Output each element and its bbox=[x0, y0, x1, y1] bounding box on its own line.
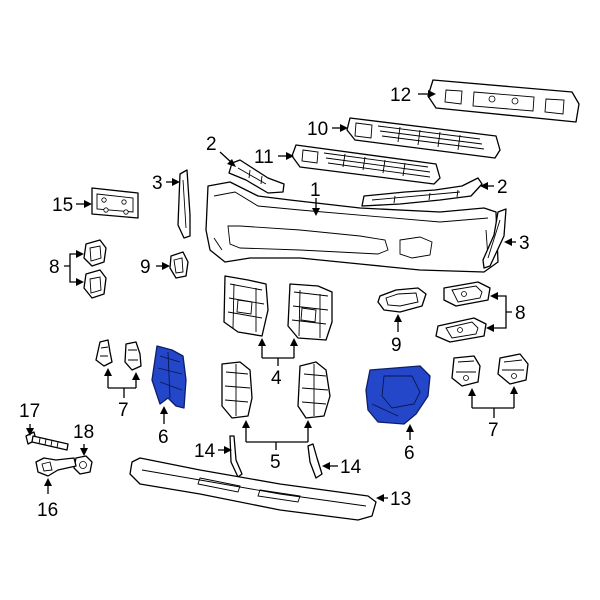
part-3-side-bracket-right[interactable] bbox=[482, 208, 507, 269]
part-8-bezel-left-upper[interactable] bbox=[83, 239, 107, 267]
part-14-bracket-right[interactable] bbox=[307, 443, 323, 479]
callout-8-left: 8 bbox=[49, 257, 60, 278]
part-14-bracket-left[interactable] bbox=[229, 435, 243, 478]
callout-labels: 12 10 11 2 2 1 3 3 15 8 9 9 8 4 7 6 6 5 … bbox=[19, 85, 530, 521]
part-6-air-deflector-left-highlighted[interactable] bbox=[151, 345, 187, 409]
part-8-bezel-right-lower[interactable] bbox=[435, 317, 487, 343]
part-9-fog-cap-left[interactable] bbox=[169, 251, 189, 279]
part-4-mount-bracket-left[interactable] bbox=[223, 275, 269, 337]
part-9-fog-cap-right[interactable] bbox=[377, 287, 427, 313]
part-12-upper-grille-insert[interactable] bbox=[427, 79, 580, 123]
callout-11: 11 bbox=[254, 147, 274, 168]
part-3-side-bracket-left[interactable] bbox=[177, 169, 191, 239]
callout-12: 12 bbox=[390, 85, 411, 106]
part-6-air-deflector-right-highlighted[interactable] bbox=[365, 365, 431, 425]
part-2-upper-bracket-left[interactable] bbox=[228, 159, 285, 194]
part-7-bracket-left-a[interactable] bbox=[95, 339, 113, 367]
callout-17: 17 bbox=[19, 401, 40, 422]
part-4-mount-bracket-right[interactable] bbox=[287, 283, 333, 341]
leader-lines bbox=[26, 90, 518, 502]
callout-18: 18 bbox=[73, 422, 94, 443]
part-7-bracket-right-b[interactable] bbox=[497, 353, 529, 385]
callout-7-left: 7 bbox=[118, 400, 129, 421]
part-5-lower-bracket-left[interactable] bbox=[221, 361, 253, 419]
part-11-lower-grille[interactable] bbox=[291, 144, 441, 185]
part-7-bracket-left-b[interactable] bbox=[124, 341, 142, 371]
part-10-grille[interactable] bbox=[346, 117, 501, 159]
callout-1: 1 bbox=[310, 180, 321, 201]
callout-3-left: 3 bbox=[152, 173, 163, 194]
callout-2-left: 2 bbox=[206, 134, 217, 155]
part-16-clip[interactable] bbox=[35, 457, 77, 477]
callout-9-left: 9 bbox=[140, 257, 151, 278]
callout-10: 10 bbox=[307, 119, 328, 140]
part-1-front-bumper[interactable] bbox=[205, 181, 499, 273]
callout-15: 15 bbox=[52, 195, 73, 216]
callout-8-right: 8 bbox=[515, 303, 526, 324]
part-2-upper-bracket-right[interactable] bbox=[361, 177, 483, 207]
callout-9-right: 9 bbox=[391, 335, 402, 356]
part-15-license-plate-bracket[interactable] bbox=[91, 187, 139, 219]
callout-14-right: 14 bbox=[340, 457, 362, 478]
callout-14-left: 14 bbox=[194, 441, 216, 462]
part-13-air-dam[interactable] bbox=[129, 457, 377, 521]
callout-13: 13 bbox=[390, 489, 411, 510]
part-5-lower-bracket-right[interactable] bbox=[297, 361, 331, 419]
callout-16: 16 bbox=[37, 500, 58, 521]
callout-3-right: 3 bbox=[519, 233, 530, 254]
callout-4: 4 bbox=[271, 368, 282, 389]
callout-6-right: 6 bbox=[404, 443, 415, 464]
callout-6-left: 6 bbox=[158, 427, 169, 448]
part-8-bezel-left-lower[interactable] bbox=[83, 269, 107, 299]
callout-5: 5 bbox=[270, 452, 281, 473]
part-18-nut[interactable] bbox=[73, 455, 93, 475]
part-17-bolt[interactable] bbox=[25, 431, 69, 451]
callout-7-right: 7 bbox=[488, 420, 499, 441]
callout-2-right: 2 bbox=[497, 177, 508, 198]
part-8-bezel-right-upper[interactable] bbox=[443, 281, 491, 307]
part-7-bracket-right-a[interactable] bbox=[451, 355, 481, 387]
